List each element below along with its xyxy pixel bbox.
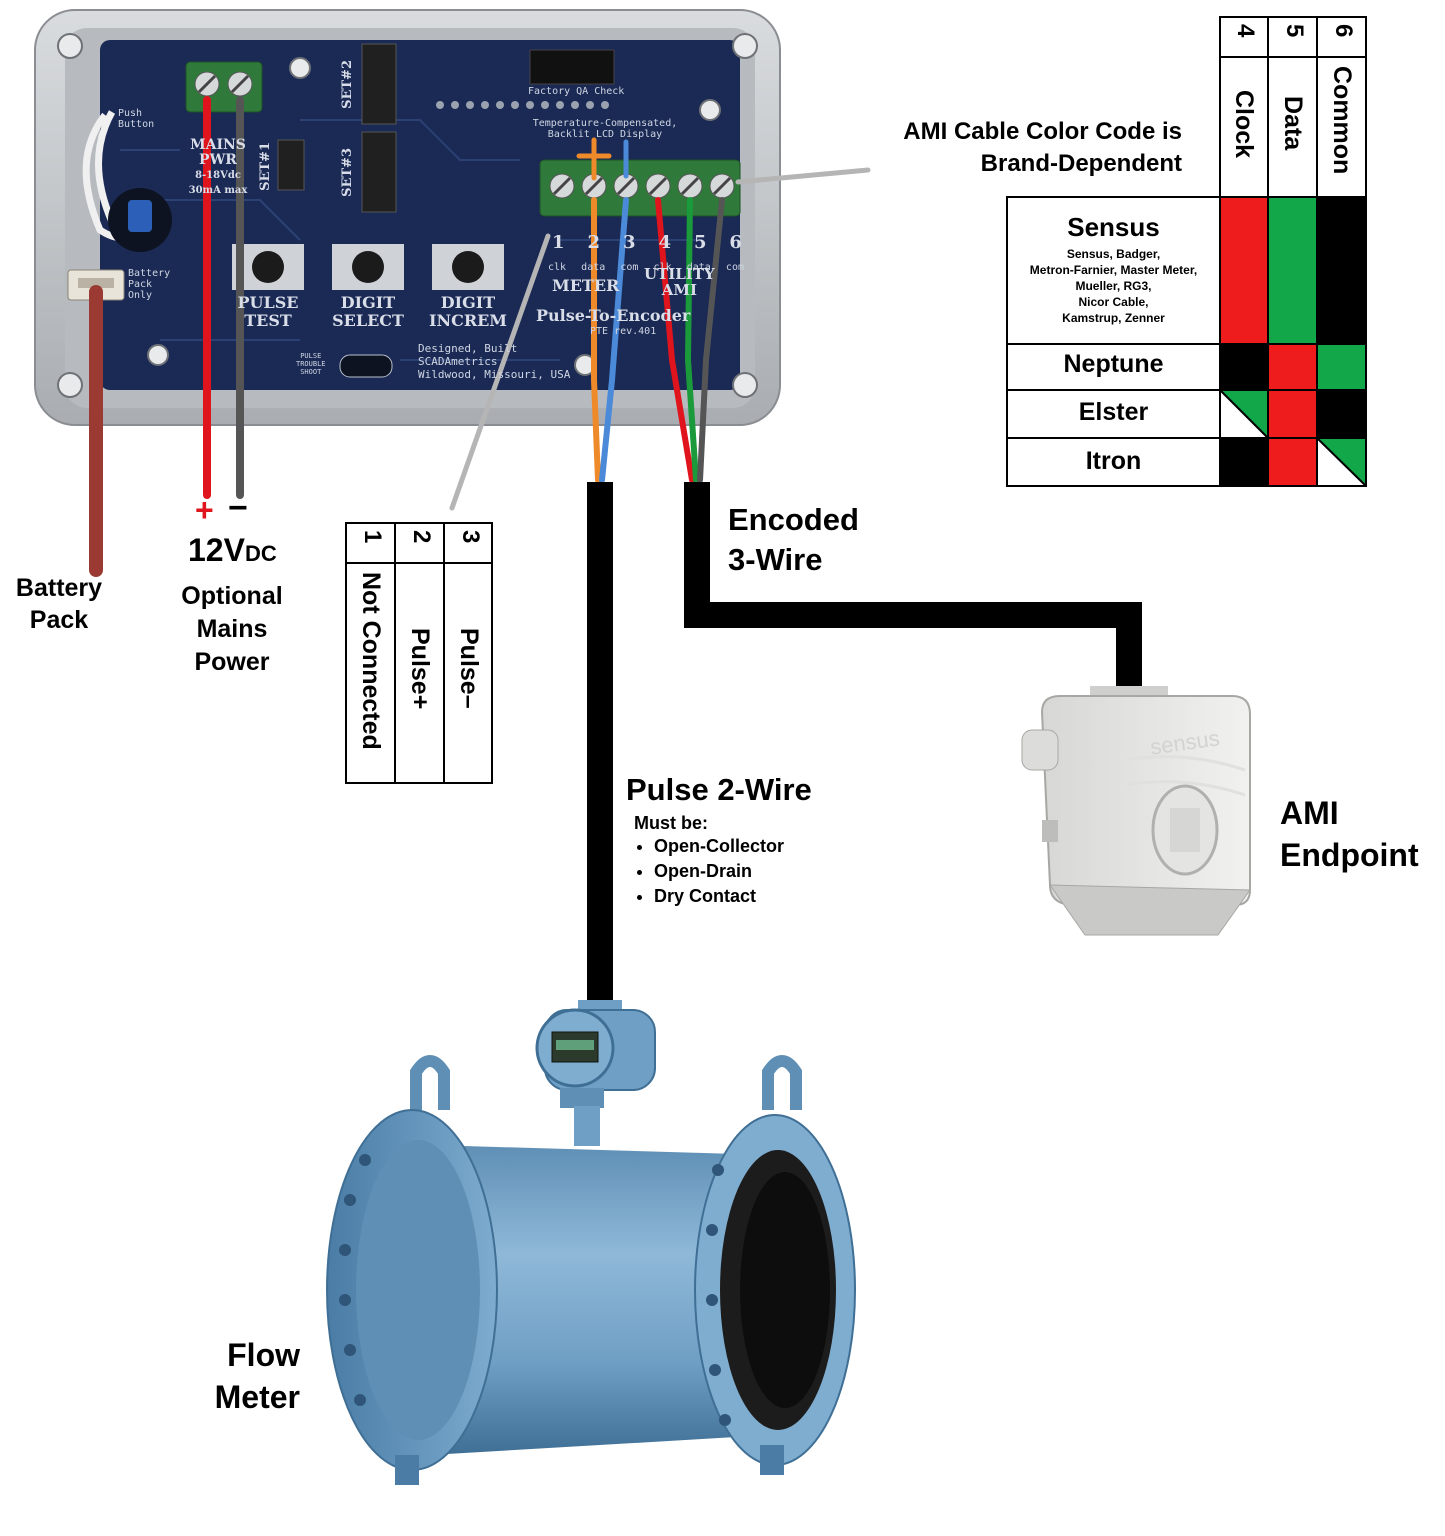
ami-row-neptune: Neptune (1063, 350, 1164, 378)
pulse-table-num-1: 1 (359, 530, 386, 544)
ami-table-num-4: 4 (1232, 24, 1259, 38)
pulse-requirements-list: Open-Collector Open-Drain Dry Contact (634, 834, 784, 909)
meter-group-silk: METER (552, 276, 620, 295)
pulse-pin-table-grid (345, 522, 493, 784)
ami-table-common: Common (1328, 66, 1356, 175)
plus-sign: + (195, 492, 214, 528)
ami-table-num-6: 6 (1330, 24, 1357, 38)
factory-qa-silk: Factory QA Check (528, 86, 625, 97)
requirement-item: Open-Drain (654, 859, 784, 884)
requirement-item: Open-Collector (654, 834, 784, 859)
sensus-compatible-brands: Sensus, Badger, Metron-Farnier, Master M… (1029, 247, 1198, 325)
screw-icon (57, 33, 758, 398)
set1-silk: SET#1 (258, 142, 273, 191)
pulse-2-wire-title: Pulse 2-Wire (626, 772, 812, 807)
pulse-table-pulse-plus: Pulse+ (406, 628, 434, 710)
controller-enclosure (34, 9, 781, 426)
pcb-pushbuttons (232, 244, 504, 290)
minus-sign: − (228, 489, 248, 527)
signal-terminal-block (539, 159, 741, 217)
mains-terminal-block (185, 61, 263, 113)
wires (89, 96, 871, 577)
ami-table-num-5: 5 (1281, 24, 1308, 38)
ami-color-table-grid (1006, 16, 1367, 487)
set2-silk: SET#2 (340, 60, 355, 109)
voltage-label: 12VDC (188, 532, 277, 568)
revision-silk: PTE rev.401 (590, 326, 657, 337)
dip-switches (277, 43, 397, 213)
ami-row-sensus: Sensus (1067, 212, 1160, 242)
lcd-display-silk: Temperature-Compensated,Backlit LCD Disp… (532, 118, 678, 140)
requirement-item: Dry Contact (654, 884, 784, 909)
ami-table-clock: Clock (1230, 90, 1258, 159)
model-silk: Pulse-To-Encoder (536, 306, 691, 325)
must-be-label: Must be: (634, 813, 708, 833)
pulse-table-num-2: 2 (408, 530, 435, 544)
pulse-table-num-3: 3 (457, 530, 484, 544)
set3-silk: SET#3 (340, 148, 355, 197)
ami-row-elster: Elster (1078, 398, 1149, 426)
pulse-table-not-connected: Not Connected (357, 572, 385, 750)
pulse-table-pulse-minus: Pulse– (455, 628, 483, 709)
ami-row-itron: Itron (1085, 447, 1142, 475)
cables (587, 482, 1142, 1002)
ami-table-data: Data (1279, 96, 1307, 151)
flow-meter-device (326, 1000, 856, 1485)
ami-endpoint-device (1021, 686, 1251, 936)
